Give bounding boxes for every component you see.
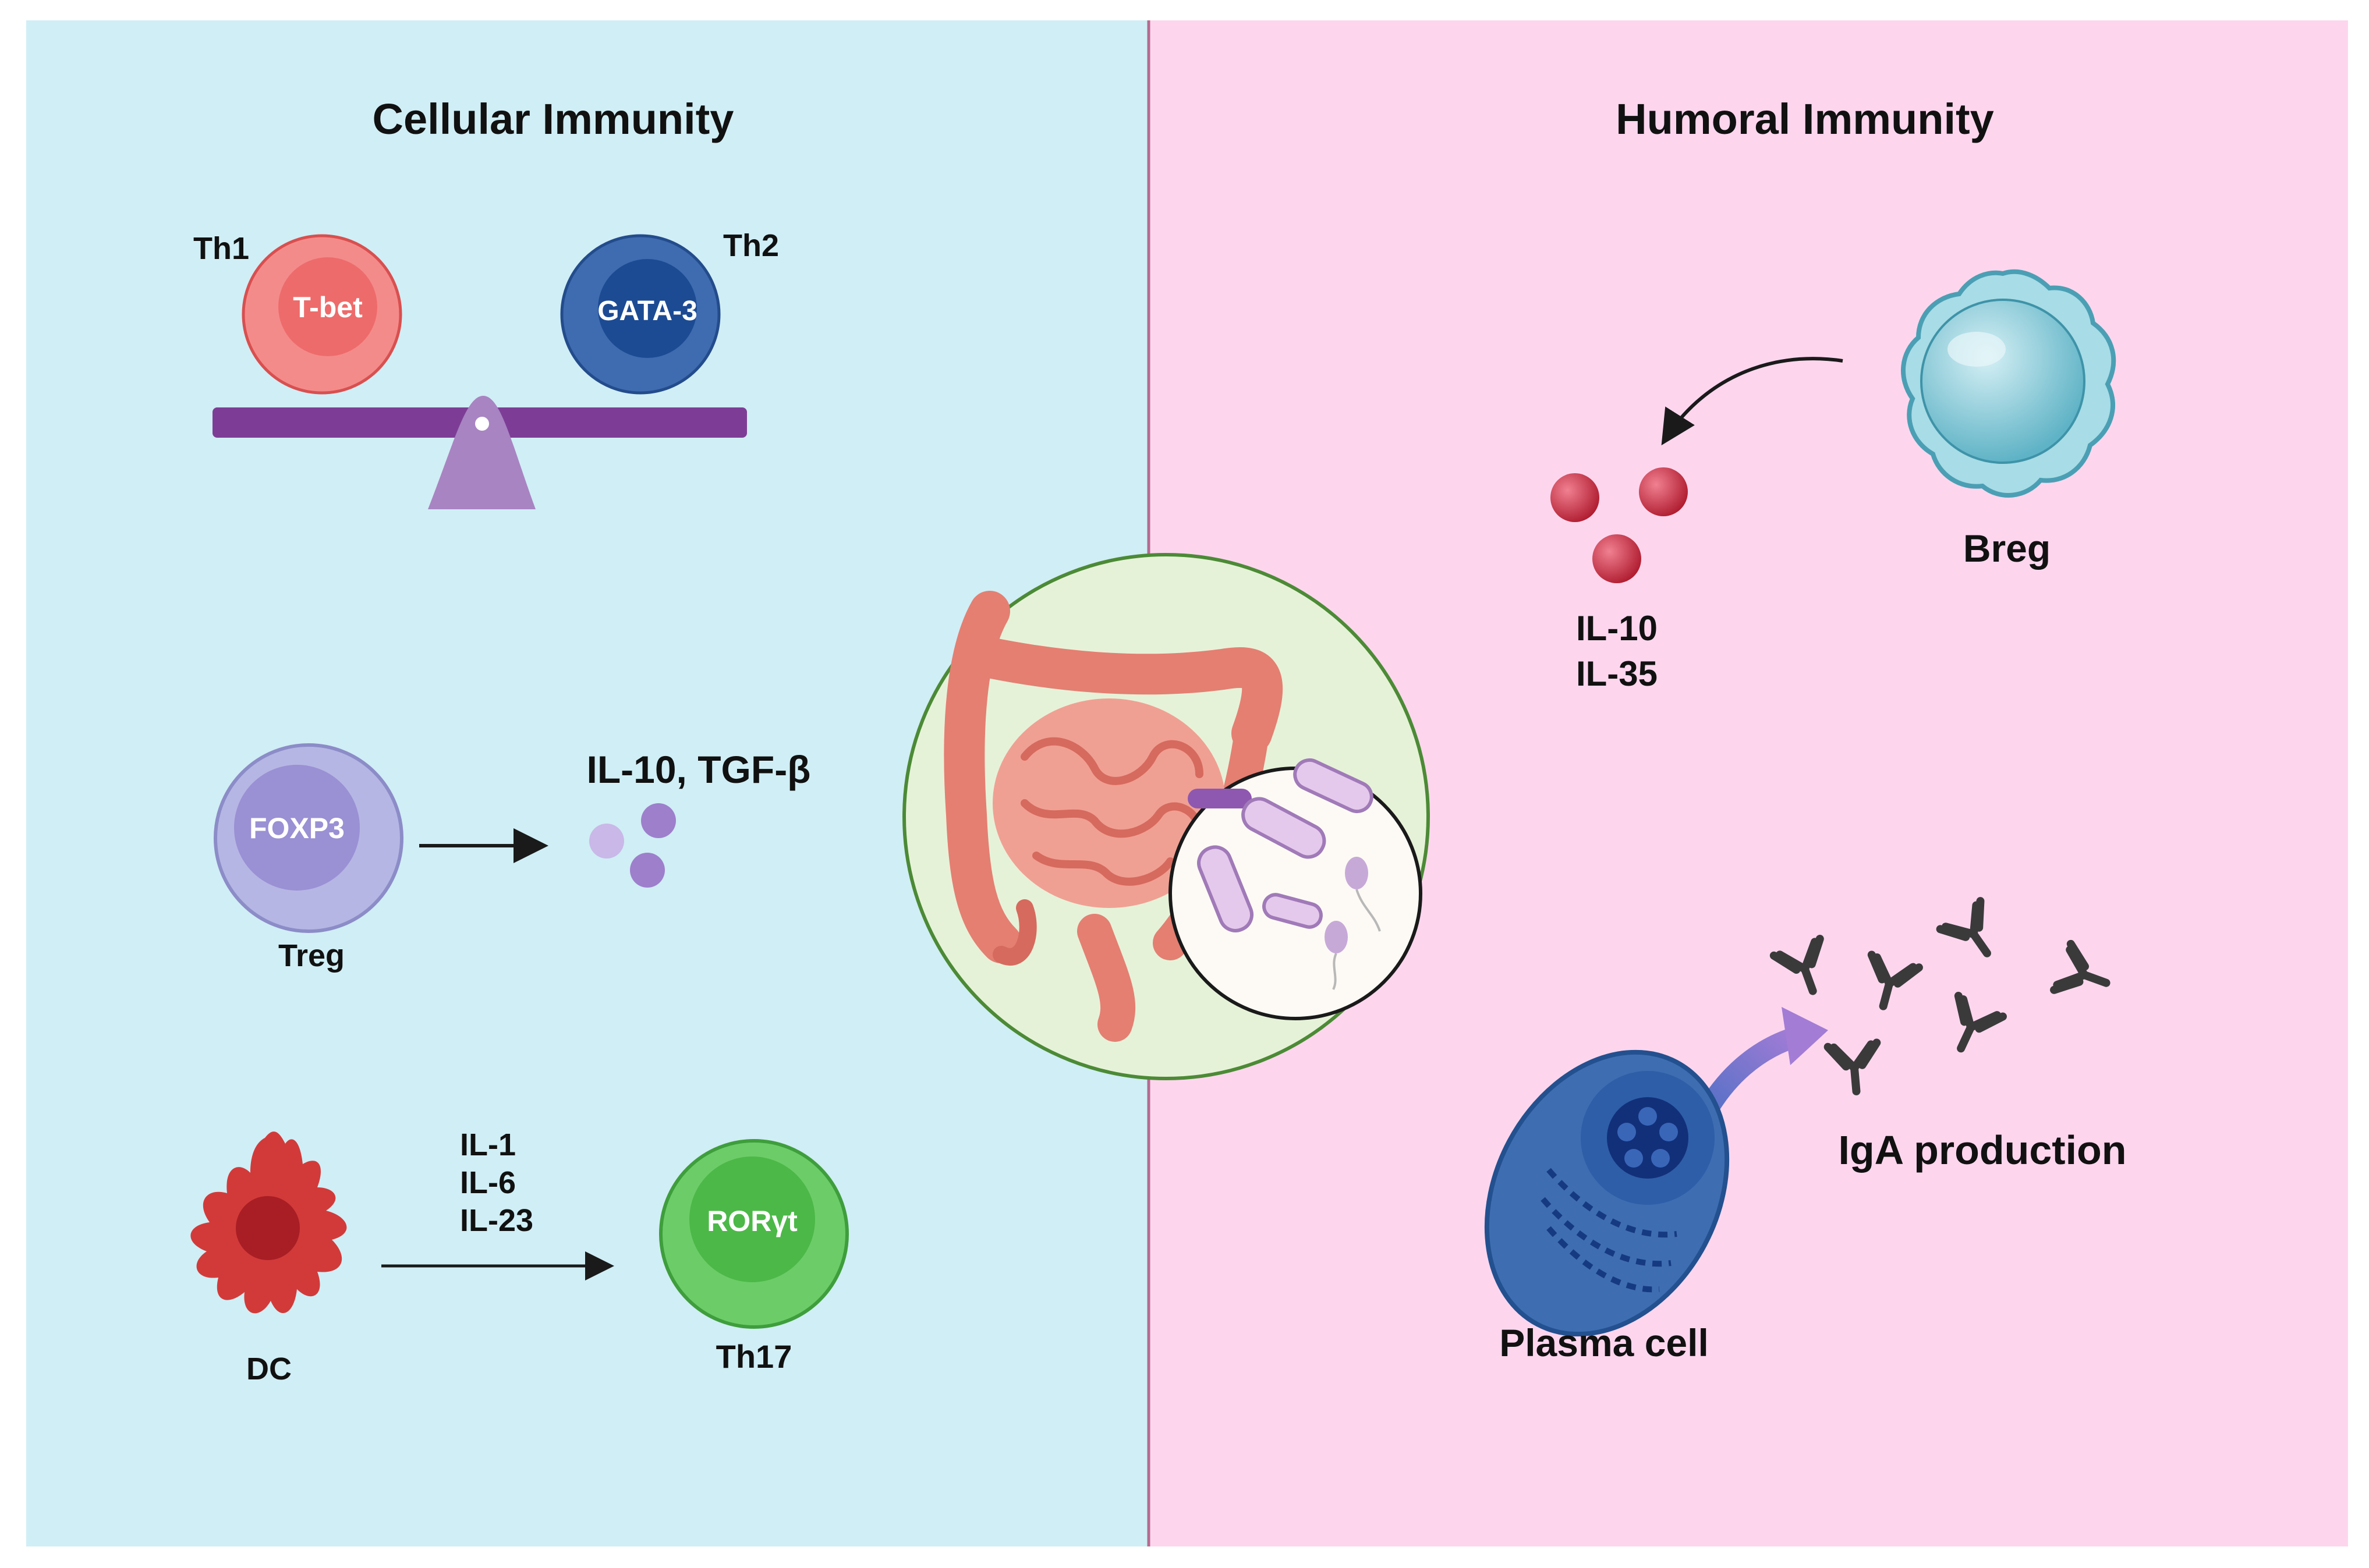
- dc-label: DC: [246, 1351, 292, 1386]
- th17-label: Th17: [716, 1338, 792, 1375]
- plasma-group: Plasma cell IgA production: [1484, 897, 2127, 1364]
- breg-label: Breg: [1963, 527, 2051, 570]
- th1-label: Th1: [193, 231, 249, 266]
- plasma-cell: [1484, 1049, 1730, 1337]
- iga-label: IgA production: [1838, 1127, 2126, 1173]
- th1-marker: T-bet: [293, 291, 363, 324]
- dc-cytokine-2: IL-6: [460, 1165, 516, 1200]
- th-balance: T-bet Th1 GATA-3 Th2: [193, 228, 779, 509]
- humoral-title: Humoral Immunity: [1616, 95, 1994, 143]
- treg-cytokine-molecules: [589, 803, 676, 888]
- breg-cell: [1901, 269, 2116, 498]
- th2-marker: GATA-3: [597, 296, 697, 327]
- gut-microbiota: [902, 553, 1430, 1080]
- bacteria-icon: [1168, 758, 1422, 1020]
- treg-cell: FOXP3: [214, 743, 403, 933]
- dc-cell: [190, 1131, 347, 1314]
- th2-cell: GATA-3: [560, 234, 721, 395]
- dc-cytokine-1: IL-1: [460, 1127, 516, 1162]
- antibody-icon: [1769, 897, 2111, 1095]
- breg-cytokine-molecules: [1550, 467, 1688, 583]
- cellular-title: Cellular Immunity: [373, 95, 734, 143]
- breg-cytokine-2: IL-35: [1576, 654, 1658, 693]
- intestine-icon: [944, 591, 1283, 1042]
- plasma-label: Plasma cell: [1499, 1321, 1709, 1364]
- breg-cytokine-1: IL-10: [1576, 609, 1658, 648]
- breg-arrow: [1661, 357, 1843, 446]
- treg-label: Treg: [278, 938, 345, 973]
- dc-cytokine-3: IL-23: [460, 1203, 533, 1238]
- treg-cytokines: IL-10, TGF-β: [587, 748, 811, 791]
- th2-label: Th2: [723, 228, 779, 263]
- th1-cell: T-bet: [242, 234, 402, 395]
- treg-group: FOXP3 Treg IL-10, TGF-β: [214, 743, 811, 973]
- balance-scale-icon: [213, 396, 747, 509]
- th17-marker: RORγt: [707, 1205, 798, 1237]
- breg-group: Breg IL-10 IL-35: [1550, 269, 2116, 693]
- treg-marker: FOXP3: [249, 812, 345, 845]
- dc-th17-group: DC IL-1 IL-6 IL-23 RORγt Th17: [190, 1127, 849, 1386]
- th17-cell: RORγt: [659, 1139, 849, 1329]
